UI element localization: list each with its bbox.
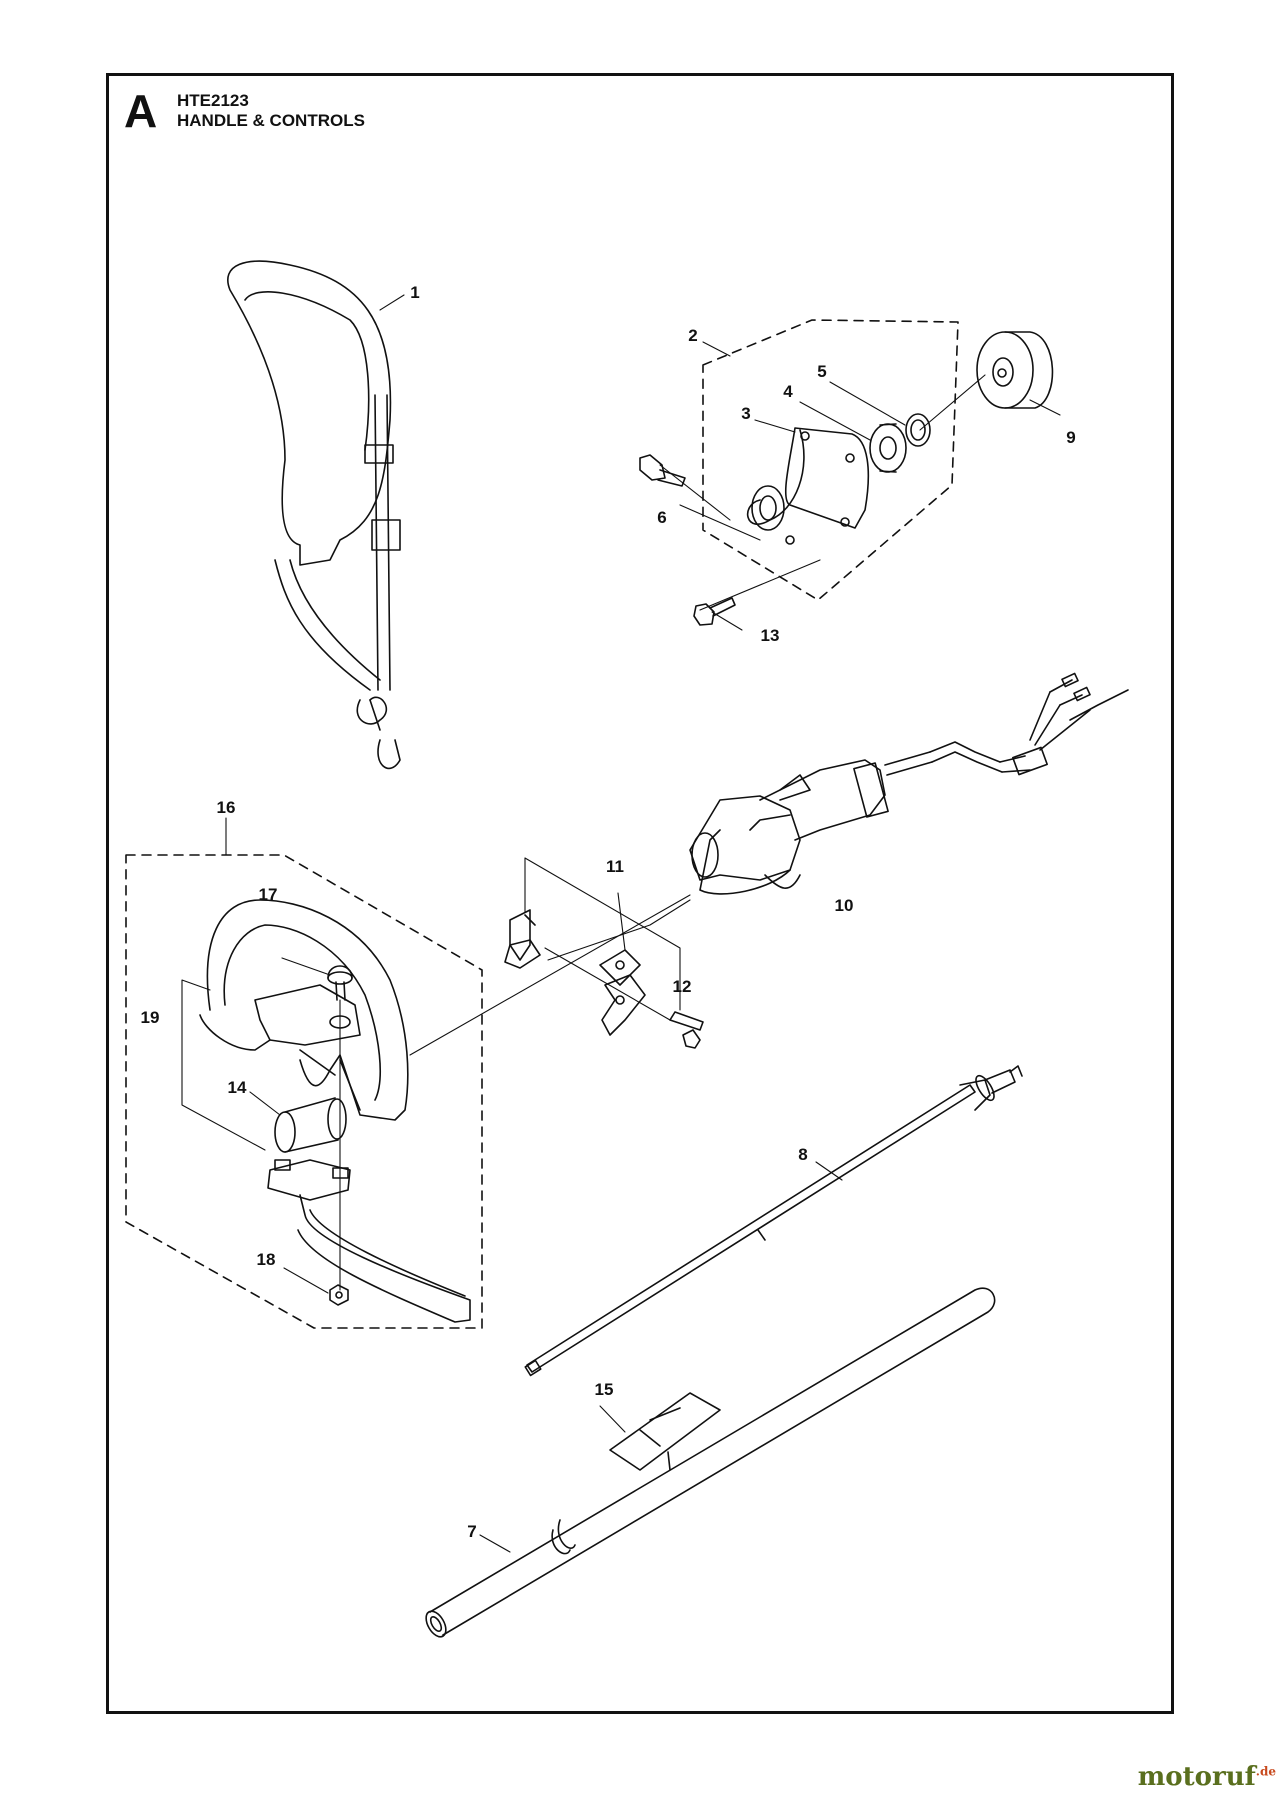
handle-nut: [329, 1284, 349, 1306]
callout-19: 19: [140, 1008, 160, 1027]
callout-4: 4: [783, 382, 793, 401]
leader-7: [479, 1534, 511, 1553]
watermark-brand: motoruf: [1137, 1762, 1256, 1792]
callout-10: 10: [834, 896, 854, 915]
diagram-frame: [106, 73, 1174, 1714]
loop-handle: [199, 899, 409, 1121]
handle-clamp-upper: [504, 909, 541, 969]
clutch-drum: [976, 331, 1054, 409]
handle-bracket: [267, 1159, 471, 1323]
callout-18: 18: [256, 1250, 276, 1269]
watermark-suffix: .de: [1255, 1764, 1276, 1779]
decal-label: [609, 1392, 721, 1471]
loop-handle-group-outline: [125, 854, 483, 1329]
callout-7: 7: [467, 1522, 477, 1541]
callout-17: 17: [258, 885, 278, 904]
leader-15: [599, 1405, 626, 1433]
clamp-screw: [669, 1011, 704, 1049]
throttle-handle: [689, 672, 1129, 895]
bearing: [869, 423, 907, 473]
leaders-loop: [181, 894, 691, 1294]
callout-13: 13: [760, 626, 780, 645]
watermark-logo: motoruf.de: [1138, 1762, 1276, 1792]
handle-clamp-lower: [599, 949, 646, 1036]
diagram-title: HANDLE & CONTROLS: [177, 111, 365, 130]
section-letter: A: [124, 85, 158, 137]
leaders-clamp: [524, 857, 691, 1021]
gear-housing-group-outline: [702, 319, 959, 601]
callout-1: 1: [410, 283, 420, 302]
harness-strap: [227, 260, 401, 770]
lower-bolt: [693, 597, 736, 626]
housing-bolt: [639, 454, 686, 487]
main-tube: [425, 1287, 996, 1638]
spacer-sleeve: [274, 1097, 347, 1153]
callout-8: 8: [798, 1145, 808, 1164]
callout-16: 16: [216, 798, 236, 817]
drive-shaft: [524, 1065, 1023, 1377]
callout-14: 14: [227, 1078, 247, 1097]
callout-5: 5: [817, 362, 827, 381]
callout-2: 2: [688, 326, 698, 345]
gear-housing: [746, 427, 870, 545]
leader-8: [815, 1161, 843, 1181]
model-number: HTE2123: [177, 91, 249, 110]
callout-3: 3: [741, 404, 751, 423]
callout-6: 6: [657, 508, 667, 527]
leader-1: [379, 294, 405, 311]
callout-15: 15: [594, 1380, 614, 1399]
circlip: [905, 413, 931, 447]
callout-12: 12: [672, 977, 692, 996]
leaders-gear: [659, 341, 1061, 631]
callout-11: 11: [606, 857, 624, 876]
handle-screw: [327, 965, 353, 1001]
callout-9: 9: [1066, 428, 1076, 447]
